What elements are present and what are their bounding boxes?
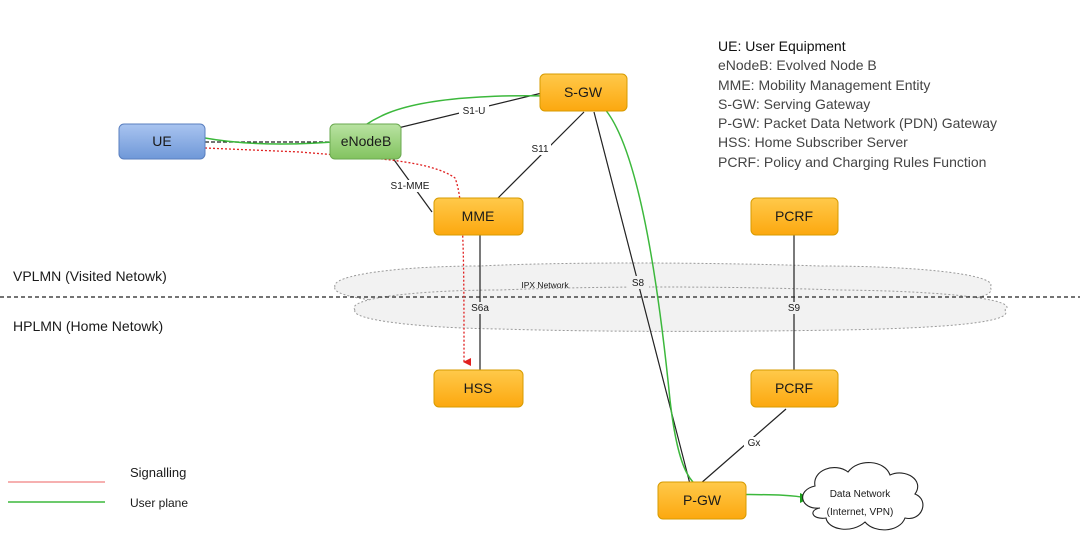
glossary-line-sgw: S-GW: Serving Gateway	[718, 95, 871, 112]
data-network-cloud[interactable]: Data Network (Internet, VPN)	[802, 462, 924, 531]
hss-node[interactable]: HSS	[433, 369, 524, 408]
visited-network-label: VPLMN (Visited Netowk)	[13, 268, 167, 284]
s9-label: S9	[788, 303, 801, 314]
sgw-node[interactable]: S-GW	[539, 73, 628, 112]
interface-links	[205, 92, 795, 485]
s1u-label: S1-U	[463, 106, 486, 117]
data-network-line2: (Internet, VPN)	[827, 507, 894, 518]
legend-signalling-label: Signalling	[130, 465, 186, 480]
pcrf-visited-label: PCRF	[775, 208, 813, 224]
legend: Signalling User plane	[8, 465, 188, 510]
pcrf-home-label: PCRF	[775, 380, 813, 396]
ue-label: UE	[152, 133, 171, 149]
link-s8	[593, 111, 691, 485]
interface-labels: S1-U S11 S1-MME S8 S6a S9 Gx	[388, 105, 803, 449]
s8-label: S8	[632, 278, 645, 289]
glossary-line-mme: MME: Mobility Management Entity	[718, 76, 931, 93]
signalling-path	[204, 147, 472, 366]
ipx-network-cloud	[334, 262, 1008, 332]
s11-label: S11	[531, 144, 548, 155]
ipx-network-label: IPX Network	[521, 280, 569, 290]
glossary-line-hss: HSS: Home Subscriber Server	[718, 134, 908, 151]
gx-label: Gx	[748, 438, 761, 449]
enodeb-node[interactable]: eNodeB	[329, 123, 402, 160]
ue-node[interactable]: UE	[118, 123, 206, 160]
data-network-line1: Data Network	[830, 489, 892, 500]
enodeb-label: eNodeB	[341, 133, 392, 149]
pcrf-visited-node[interactable]: PCRF	[750, 197, 839, 236]
link-s11	[495, 111, 585, 201]
s6a-label: S6a	[471, 303, 489, 314]
pcrf-home-node[interactable]: PCRF	[750, 369, 839, 408]
glossary-line-pgw: P-GW: Packet Data Network (PDN) Gateway	[718, 115, 998, 132]
mme-node[interactable]: MME	[433, 197, 524, 236]
glossary: UE: User Equipment eNodeB: Evolved Node …	[718, 37, 997, 172]
sgw-label: S-GW	[564, 84, 603, 100]
hss-label: HSS	[464, 380, 493, 396]
s1mme-label: S1-MME	[391, 181, 430, 192]
glossary-line-ue: UE: User Equipment	[718, 38, 846, 54]
home-network-label: HPLMN (Home Netowk)	[13, 318, 163, 334]
legend-user-plane-label: User plane	[130, 496, 188, 510]
link-gx	[699, 408, 787, 485]
glossary-line-enodeb: eNodeB: Evolved Node B	[718, 57, 877, 74]
pgw-label: P-GW	[683, 492, 722, 508]
mme-label: MME	[462, 208, 495, 224]
glossary-line-pcrf: PCRF: Policy and Charging Rules Function	[718, 153, 987, 170]
pgw-node[interactable]: P-GW	[657, 481, 747, 520]
